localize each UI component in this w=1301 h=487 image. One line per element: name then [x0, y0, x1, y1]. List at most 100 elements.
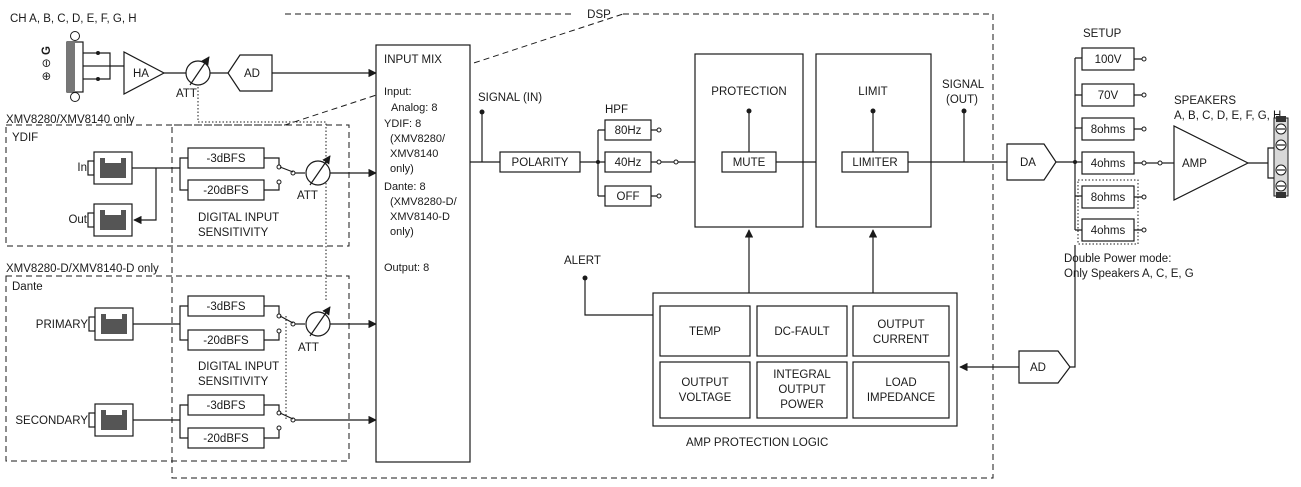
ad-label: AD: [244, 68, 260, 80]
dante-primary-minus20-label: -20dBFS: [203, 335, 249, 347]
logic-temp-label: TEMP: [689, 326, 721, 338]
variant-dante-label: XMV8280-D/XMV8140-D only: [6, 263, 159, 275]
ydif-in-port-icon: [87, 151, 133, 185]
double-power-line1: Double Power mode:: [1064, 253, 1171, 265]
ad-feedback-label: AD: [1030, 362, 1046, 374]
logic-output-current-line2: CURRENT: [873, 334, 929, 346]
logic-integral-output-power: [756, 361, 848, 419]
svg-text:YDIF: 8: YDIF: 8: [384, 118, 421, 130]
ydif-minus20-label: -20dBFS: [203, 185, 249, 197]
dante-sens-line2: SENSITIVITY: [198, 376, 269, 388]
dp-8ohms-label: 8ohms: [1091, 192, 1126, 204]
channels-label: CH A, B, C, D, E, F, G, H: [10, 13, 137, 25]
logic-load-line2: IMPEDANCE: [867, 392, 936, 404]
setup-70v-label: 70V: [1098, 90, 1119, 102]
ha-amplifier: [123, 51, 166, 95]
ydif-sens-switch: [279, 166, 294, 173]
setup-8ohms-label: 8ohms: [1091, 124, 1126, 136]
dante-primary-label: PRIMARY: [36, 319, 89, 331]
input-terminal-icon: [66, 31, 124, 102]
dante-section: [5, 275, 350, 462]
dante-primary-port-icon: [88, 307, 134, 341]
dante-secondary-port-icon: [88, 403, 134, 437]
limit-title: LIMIT: [858, 86, 887, 98]
setup-title: SETUP: [1083, 28, 1122, 40]
polarity-label: POLARITY: [512, 157, 569, 169]
ydif-in-label: In: [77, 162, 87, 174]
double-power-group: [1077, 179, 1139, 245]
ydif-out-label: Out: [68, 214, 87, 226]
da-label: DA: [1020, 157, 1036, 169]
speaker-terminal-icon: [1273, 116, 1289, 198]
ydif-minus3-label: -3dBFS: [207, 153, 246, 165]
terminal-plus: ⊕: [41, 71, 53, 81]
signal-out-label-1: SIGNAL: [942, 79, 985, 91]
dp-4ohms-label: 4ohms: [1091, 225, 1126, 237]
ydif-title: YDIF: [12, 132, 38, 144]
dante-secondary-switch: [279, 412, 294, 420]
terminal-ground: G: [41, 46, 53, 55]
mute-label: MUTE: [733, 157, 766, 169]
svg-text:Analog: 8: Analog: 8: [391, 102, 437, 114]
att-analog-label: ATT: [176, 88, 197, 100]
setup-100v-label: 100V: [1095, 54, 1122, 66]
dante-secondary-label: SECONDARY: [15, 415, 88, 427]
dante-title: Dante: [12, 281, 43, 293]
logic-dcfault: [756, 305, 848, 357]
input-mix-block: [375, 44, 471, 463]
da-converter: [1006, 143, 1057, 181]
ad-feedback-converter: [1018, 350, 1071, 384]
speakers-list: A, B, C, D, E, F, G, H: [1174, 110, 1281, 122]
signal-out-label-2: (OUT): [946, 94, 978, 106]
logic-integral-line3: POWER: [780, 399, 823, 411]
amp-protection-logic-title: AMP PROTECTION LOGIC: [686, 437, 828, 449]
hpf-80hz-label: 80Hz: [615, 125, 642, 137]
dsp-label: DSP: [587, 9, 611, 21]
input-mix-description: Input: Analog: 8 YDIF: 8 (XMV8280/ XMV81…: [384, 86, 458, 274]
att-dante-label: ATT: [298, 342, 319, 354]
att-ydif-label: ATT: [297, 190, 318, 202]
logic-dcfault-label: DC-FAULT: [774, 326, 829, 338]
svg-text:only): only): [390, 226, 414, 238]
limiter-label: LIMITER: [852, 157, 897, 169]
amp-label: AMP: [1182, 158, 1207, 170]
logic-output-current-line1: OUTPUT: [877, 319, 924, 331]
svg-text:only): only): [390, 163, 414, 175]
logic-integral-line2: OUTPUT: [778, 384, 825, 396]
logic-integral-line1: INTEGRAL: [773, 369, 831, 381]
ydif-sens-line1: DIGITAL INPUT: [198, 212, 279, 224]
hpf-off-label: OFF: [617, 191, 640, 203]
dante-secondary-minus20-label: -20dBFS: [203, 433, 249, 445]
svg-text:Input:: Input:: [384, 86, 412, 98]
ydif-section: [5, 124, 350, 247]
ydif-out-port-icon: [87, 203, 133, 237]
dsp-boundary: [171, 13, 994, 479]
protection-title: PROTECTION: [711, 86, 786, 98]
dante-sens-line1: DIGITAL INPUT: [198, 361, 279, 373]
logic-output-current: [852, 305, 950, 357]
terminal-minus: ⊖: [41, 58, 53, 68]
svg-text:Output: 8: Output: 8: [384, 262, 429, 274]
ha-label: HA: [133, 68, 149, 80]
logic-load-line1: LOAD: [885, 377, 916, 389]
variant-ydif-label: XMV8280/XMV8140 only: [6, 114, 135, 126]
setup-4ohms-label: 4ohms: [1091, 158, 1126, 170]
amp-triangle: [1173, 125, 1250, 201]
svg-text:(XMV8280-D/: (XMV8280-D/: [390, 196, 458, 208]
input-mix-title: INPUT MIX: [384, 54, 442, 66]
logic-load-impedance: [852, 361, 950, 419]
speakers-title: SPEAKERS: [1174, 95, 1236, 107]
logic-temp: [659, 305, 751, 357]
svg-text:(XMV8280/: (XMV8280/: [390, 133, 446, 145]
logic-output-voltage-line2: VOLTAGE: [679, 392, 732, 404]
svg-text:Dante: 8: Dante: 8: [384, 181, 426, 193]
alert-label: ALERT: [564, 255, 601, 267]
signal-in-label: SIGNAL (IN): [478, 92, 542, 104]
logic-output-voltage-line1: OUTPUT: [681, 377, 728, 389]
hpf-title: HPF: [605, 104, 628, 116]
dante-secondary-minus3-label: -3dBFS: [207, 400, 246, 412]
dante-primary-minus3-label: -3dBFS: [207, 301, 246, 313]
double-power-line2: Only Speakers A, C, E, G: [1064, 268, 1194, 280]
ydif-sens-line2: SENSITIVITY: [198, 227, 269, 239]
svg-text:XMV8140-D: XMV8140-D: [390, 211, 450, 223]
